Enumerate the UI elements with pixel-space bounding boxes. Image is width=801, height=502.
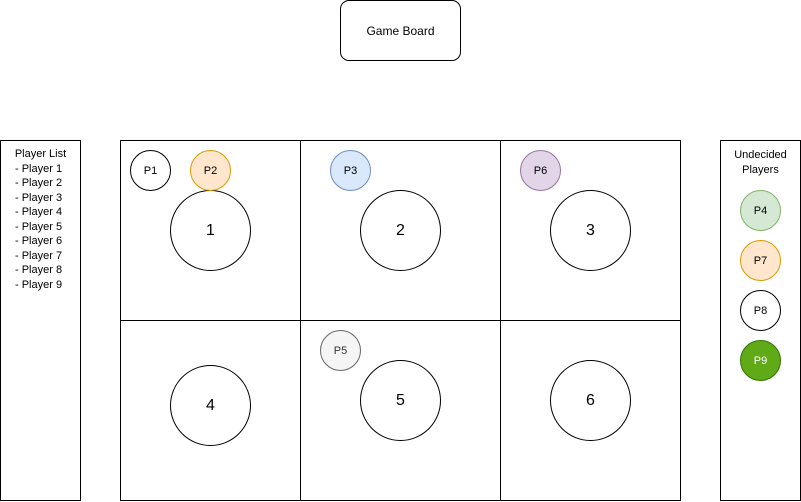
token-label: P1: [143, 164, 158, 177]
cell-number: 3: [586, 221, 595, 239]
player-token-p5[interactable]: P5: [320, 330, 361, 371]
player-list-item: - Player 4: [15, 206, 63, 218]
token-label: P9: [753, 354, 768, 367]
player-list-item: - Player 8: [15, 264, 63, 276]
player-token-p6[interactable]: P6: [520, 150, 561, 191]
game-board-title[interactable]: Game Board: [340, 0, 461, 61]
token-label: P3: [343, 164, 358, 177]
undecided-title-line: Players: [742, 164, 779, 176]
cell-circle-4[interactable]: 4: [170, 365, 251, 446]
cell-circle-1[interactable]: 1: [170, 190, 251, 271]
player-list: - Player 1 - Player 2 - Player 3 - Playe…: [1, 162, 80, 293]
player-list-item: - Player 1: [15, 162, 63, 175]
cell-number: 6: [586, 391, 595, 409]
player-list-item: - Player 3: [15, 191, 63, 204]
game-board-title-label: Game Board: [366, 23, 435, 38]
player-list-item: - Player 6: [15, 235, 63, 247]
token-label: P6: [533, 164, 548, 177]
token-label: P7: [753, 254, 768, 267]
player-token-p1[interactable]: P1: [130, 150, 171, 191]
cell-circle-6[interactable]: 6: [550, 360, 631, 441]
cell-number: 2: [396, 221, 405, 239]
player-list-heading: Player List: [14, 148, 67, 160]
cell-circle-2[interactable]: 2: [360, 190, 441, 271]
token-label: P8: [753, 304, 768, 317]
token-label: P5: [333, 344, 348, 357]
token-label: P4: [753, 204, 768, 217]
cell-number: 5: [396, 391, 405, 409]
cell-number: 4: [206, 396, 215, 414]
player-token-p2[interactable]: P2: [190, 150, 231, 191]
token-label: P2: [203, 164, 218, 177]
player-token-p8[interactable]: P8: [740, 290, 781, 331]
player-token-p9[interactable]: P9: [740, 340, 781, 381]
player-token-p3[interactable]: P3: [330, 150, 371, 191]
player-token-p7[interactable]: P7: [740, 240, 781, 281]
cell-circle-3[interactable]: 3: [550, 190, 631, 271]
cell-circle-5[interactable]: 5: [360, 360, 441, 441]
undecided-players-title: Undecided Players: [721, 148, 800, 178]
player-list-item: - Player 5: [15, 220, 63, 233]
player-list-panel[interactable]: Player List - Player 1 - Player 2 - Play…: [0, 140, 81, 501]
player-list-item: - Player 2: [15, 177, 63, 189]
cell-number: 1: [206, 221, 215, 239]
undecided-title-line: Undecided: [734, 149, 787, 161]
player-list-item: - Player 9: [15, 278, 63, 291]
player-list-item: - Player 7: [15, 249, 63, 262]
player-token-p4[interactable]: P4: [740, 190, 781, 231]
